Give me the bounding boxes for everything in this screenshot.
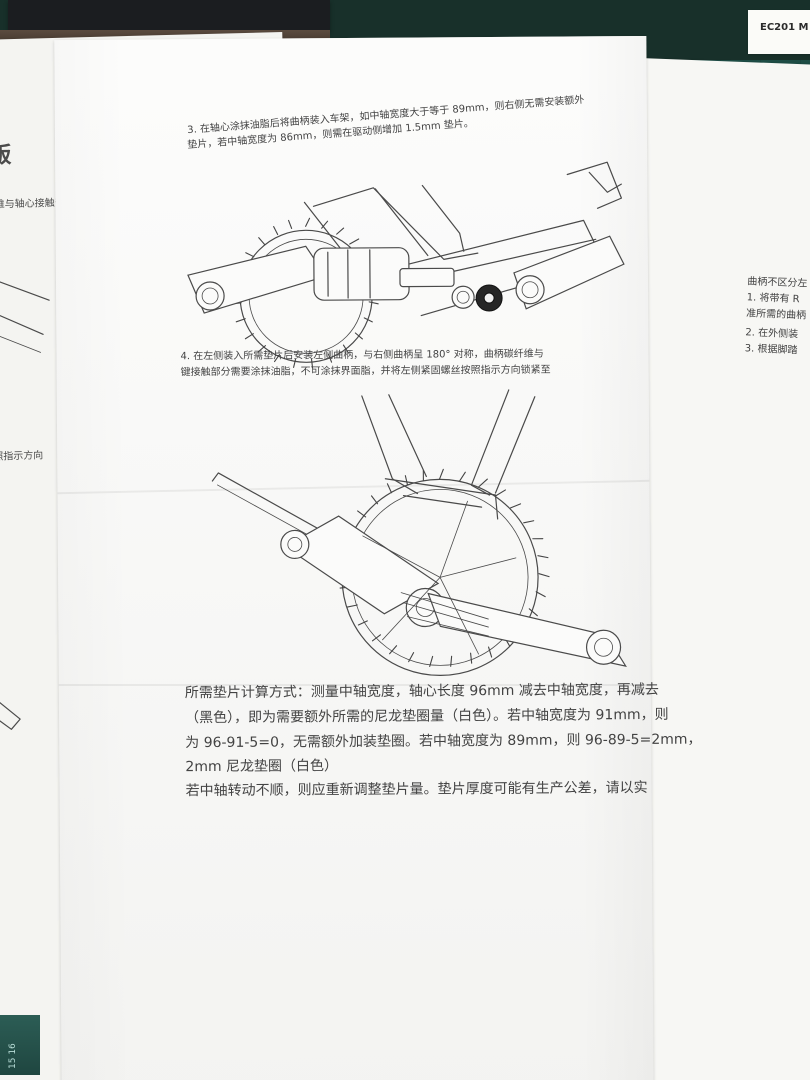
washer-white-inner: [456, 290, 470, 304]
frame-tube-right: [385, 219, 605, 317]
bottom-left-ruler-strip: 15 16: [0, 1015, 40, 1075]
dark-object-top-left: [8, 0, 330, 34]
frame-seat-tube: [374, 188, 429, 257]
top-right-code: EC201 M: [760, 22, 809, 33]
ruler-numbers: 15 16: [8, 1043, 18, 1069]
right-crank-pedal-end-inner: [201, 287, 219, 305]
right-crank-end-front-diagram: [585, 629, 622, 665]
right-page-line-2: 1. 将带有 R: [746, 292, 800, 306]
step-4-crank-installation-diagram: [211, 389, 627, 676]
right-crank-pedal-end: [195, 281, 225, 311]
calc-line-5: 若中轴转动不顺，则应重新调整垫片量。垫片厚度可能有生产公差，请以实: [185, 779, 648, 800]
right-page-line-1: 曲柄不区分左: [747, 276, 808, 290]
calc-line-4: 2mm 尼龙垫圈（白色）: [185, 758, 339, 776]
right-crank-arm-front-diagram: [427, 592, 627, 667]
main-paper-sheet: 3. 在轴心涂抹油脂后将曲柄装入车架，如中轴宽度大于等于 89mm，则右侧无需安…: [54, 35, 702, 1080]
calc-line-2: （黑色），即为需要额外所需的尼龙垫圈量（白色）。若中轴宽度为 91mm，则: [184, 706, 669, 727]
top-right-paper: EC201 M: [748, 10, 810, 54]
frame-rear-dropout: [588, 171, 622, 193]
calc-line-3: 为 96-91-5=0，无需额外加装垫圈。若中轴宽度为 89mm，则 96-89…: [185, 731, 702, 752]
spindle: [399, 267, 455, 288]
washer-white: [451, 285, 475, 309]
bottom-bracket-shell-shading: [327, 249, 371, 299]
right-page-line-5: 3. 根据脚踏: [744, 343, 798, 357]
right-crank-end-front-diagram-inner: [594, 637, 613, 657]
left-paper-sheet: 版 纤维与轴心接触部 照指示方向: [0, 31, 310, 1080]
step-3-crank-installation-diagram: [187, 161, 625, 369]
frame-lower-bridge: [384, 478, 499, 520]
frame-seat-stay: [421, 184, 465, 252]
frame-left-tube-2: [388, 394, 427, 478]
left-crank-pedal-end: [280, 529, 310, 560]
right-page-line-4: 2. 在外侧装: [745, 327, 799, 341]
left-crank-arm: [283, 515, 440, 615]
frame-right-tube-2: [494, 396, 536, 494]
left-crank-outline-1: [0, 271, 50, 301]
left-crank-end-top-diagram: [515, 275, 545, 305]
right-page-line-3: 准所需的曲柄: [745, 308, 807, 322]
left-crank-pedal-end-inner: [287, 537, 303, 552]
left-crank-outline-2: [0, 301, 44, 335]
frame-right-tube-1: [470, 389, 510, 496]
frame-lower-bridge-2: [402, 495, 483, 508]
frame-top-right-stay: [566, 161, 623, 209]
calc-line-1: 所需垫片计算方式：测量中轴宽度，轴心长度 96mm 减去中轴宽度，再减去: [184, 681, 659, 702]
spider-arms: [362, 500, 517, 655]
washer-black-hole: [483, 292, 495, 304]
left-crank-outline-3: [0, 325, 41, 353]
crank-axle-rings: [400, 592, 489, 637]
left-page-partial-crank-drawing: [0, 271, 50, 730]
left-crank-tip: [0, 689, 21, 730]
frame-left-tube-1: [361, 395, 419, 495]
left-crank-end-top-diagram-inner: [521, 281, 539, 299]
frame-tube-upper: [312, 187, 479, 260]
